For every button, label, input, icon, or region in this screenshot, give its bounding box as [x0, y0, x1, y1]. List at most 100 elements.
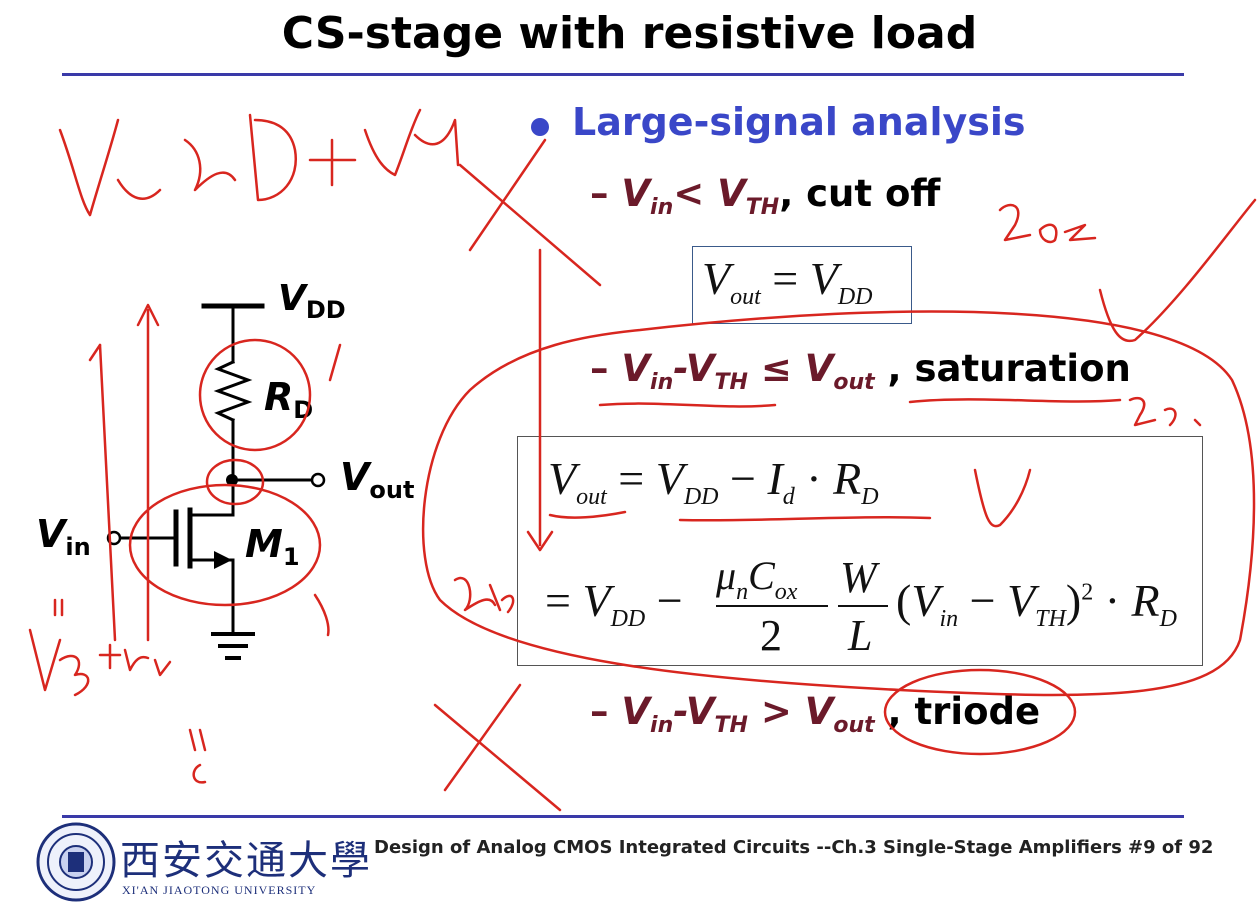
cond2-op: ≤ — [747, 347, 805, 390]
cond2-rhs: V — [804, 347, 834, 390]
cond3-op: > — [747, 690, 805, 733]
vdd-sub: DD — [305, 296, 346, 324]
saturation-equation-line2-start: = VDD − — [545, 574, 683, 633]
university-name-en: XI'AN JIAOTONG UNIVERSITY — [122, 883, 317, 897]
eq-sat2-equals: = — [545, 575, 583, 626]
cutoff-equation-box — [692, 246, 912, 324]
cond1-rhs: V — [717, 172, 746, 215]
condition-triode: – Vin-VTH > Vout , triode — [590, 690, 1041, 738]
cond3-lhs-sub: in — [650, 713, 674, 738]
rd-label: RD — [264, 375, 313, 424]
cond1-rhs-sub: TH — [745, 195, 780, 220]
eq-sat1-rd: R — [833, 453, 862, 504]
condition-saturation: – Vin-VTH ≤ Vout , saturation — [590, 347, 1131, 395]
eq-vth-sub: TH — [1035, 606, 1066, 632]
bullet-dot-icon — [531, 118, 549, 136]
cond1-op: < — [673, 172, 718, 215]
eq-sat1-dot: · — [794, 453, 834, 504]
eq-cox: C — [748, 553, 775, 598]
eq-cutoff-rhs: V — [809, 253, 838, 304]
eq-sat2-vdd: V — [582, 575, 611, 626]
cond1-tail: , cut off — [779, 172, 941, 215]
cond2-mid-sub: TH — [714, 370, 748, 395]
cond2-lhs-sub: in — [650, 370, 674, 395]
fraction-denominator-2: 2 — [760, 611, 782, 660]
eq-sat1-vdd-sub: DD — [683, 484, 719, 510]
eq-rd: R — [1131, 575, 1160, 626]
rd-sub: D — [293, 396, 314, 424]
condition-cutoff: – Vin< VTH, cut off — [590, 172, 941, 220]
eq-sat1-id: I — [767, 453, 783, 504]
cond3-lhs: V — [621, 690, 651, 733]
vout-label: Vout — [340, 455, 414, 504]
eq-sat1-lhs: V — [548, 453, 577, 504]
rd-r: R — [264, 375, 294, 419]
cond3-mid: -V — [673, 690, 715, 733]
eq-minus2: − — [958, 575, 1008, 626]
slide-title: CS-stage with resistive load — [281, 8, 978, 59]
eq-cutoff-lhs: V — [702, 253, 731, 304]
cond2-mid: -V — [673, 347, 715, 390]
eq-cutoff-lhs-sub: out — [730, 284, 761, 310]
eq-rd-sub: D — [1159, 606, 1177, 632]
saturation-equation-line2-end: (Vin − VTH)2 · RD — [896, 574, 1177, 633]
fraction-numerator-w: W — [840, 552, 877, 603]
m1-m: M — [245, 522, 283, 566]
m1-sub: 1 — [282, 543, 300, 571]
cond3-rhs: V — [804, 690, 834, 733]
vin-v: V — [36, 512, 66, 556]
vout-sub: out — [369, 476, 415, 504]
fraction-denominator-l: L — [848, 610, 872, 661]
eq-vth: V — [1007, 575, 1036, 626]
eq-sat1-id-sub: d — [782, 484, 795, 510]
saturation-equation-line1: Vout = VDD − Id · RD — [548, 452, 879, 511]
vin-label: Vin — [36, 512, 91, 561]
eq-paren-open: ( — [896, 575, 912, 626]
footer-course-info: Design of Analog CMOS Integrated Circuit… — [374, 837, 1214, 858]
eq-sat1-rd-sub: D — [861, 484, 879, 510]
eq-paren-close: ) — [1065, 575, 1082, 626]
eq-sat2-vdd-sub: DD — [610, 606, 646, 632]
vin-sub: in — [65, 533, 91, 561]
eq-mu: μ — [716, 553, 737, 598]
fraction-bar-1 — [716, 605, 828, 607]
eq-sat1-vdd: V — [655, 453, 684, 504]
eq-sat1-equals: = — [606, 453, 656, 504]
eq-square: 2 — [1081, 579, 1094, 606]
m1-label: M1 — [245, 522, 300, 571]
footer-divider — [62, 815, 1184, 818]
saturation-equation-box — [517, 436, 1203, 666]
vout-v: V — [340, 455, 370, 499]
eq-mu-sub: n — [736, 579, 749, 605]
cond3-tail: , triode — [874, 690, 1041, 733]
eq-sat1-lhs-sub: out — [576, 484, 607, 510]
eq-cox-sub: ox — [774, 579, 798, 605]
eq-sat1-minus: − — [718, 453, 768, 504]
eq-vin: V — [911, 575, 940, 626]
eq-sat2-minus: − — [645, 575, 683, 626]
cond2-tail: , saturation — [874, 347, 1131, 390]
cond3-mid-sub: TH — [714, 713, 748, 738]
cond1-lhs: V — [621, 172, 651, 215]
vdd-label: VDD — [278, 278, 346, 324]
vdd-v: V — [278, 278, 306, 319]
eq-cutoff-equals: = — [760, 253, 810, 304]
eq-vin-sub: in — [939, 606, 959, 632]
cutoff-equation: Vout = VDD — [702, 252, 873, 311]
fraction-bar-2 — [838, 605, 888, 607]
university-name-cn: 西安交通大學 — [120, 838, 372, 884]
eq-dot2: · — [1093, 575, 1132, 626]
source-arrow-icon — [214, 551, 232, 569]
eq-l: L — [848, 611, 873, 660]
title-divider — [62, 73, 1184, 76]
cond2-lhs: V — [621, 347, 651, 390]
cond2-rhs-sub: out — [833, 370, 875, 395]
fraction-numerator-mobility: μnCox — [716, 552, 797, 606]
cond3-rhs-sub: out — [833, 713, 875, 738]
eq-w: W — [840, 553, 877, 602]
cond1-lhs-sub: in — [650, 195, 674, 220]
bullet-heading: Large-signal analysis — [572, 100, 1026, 144]
